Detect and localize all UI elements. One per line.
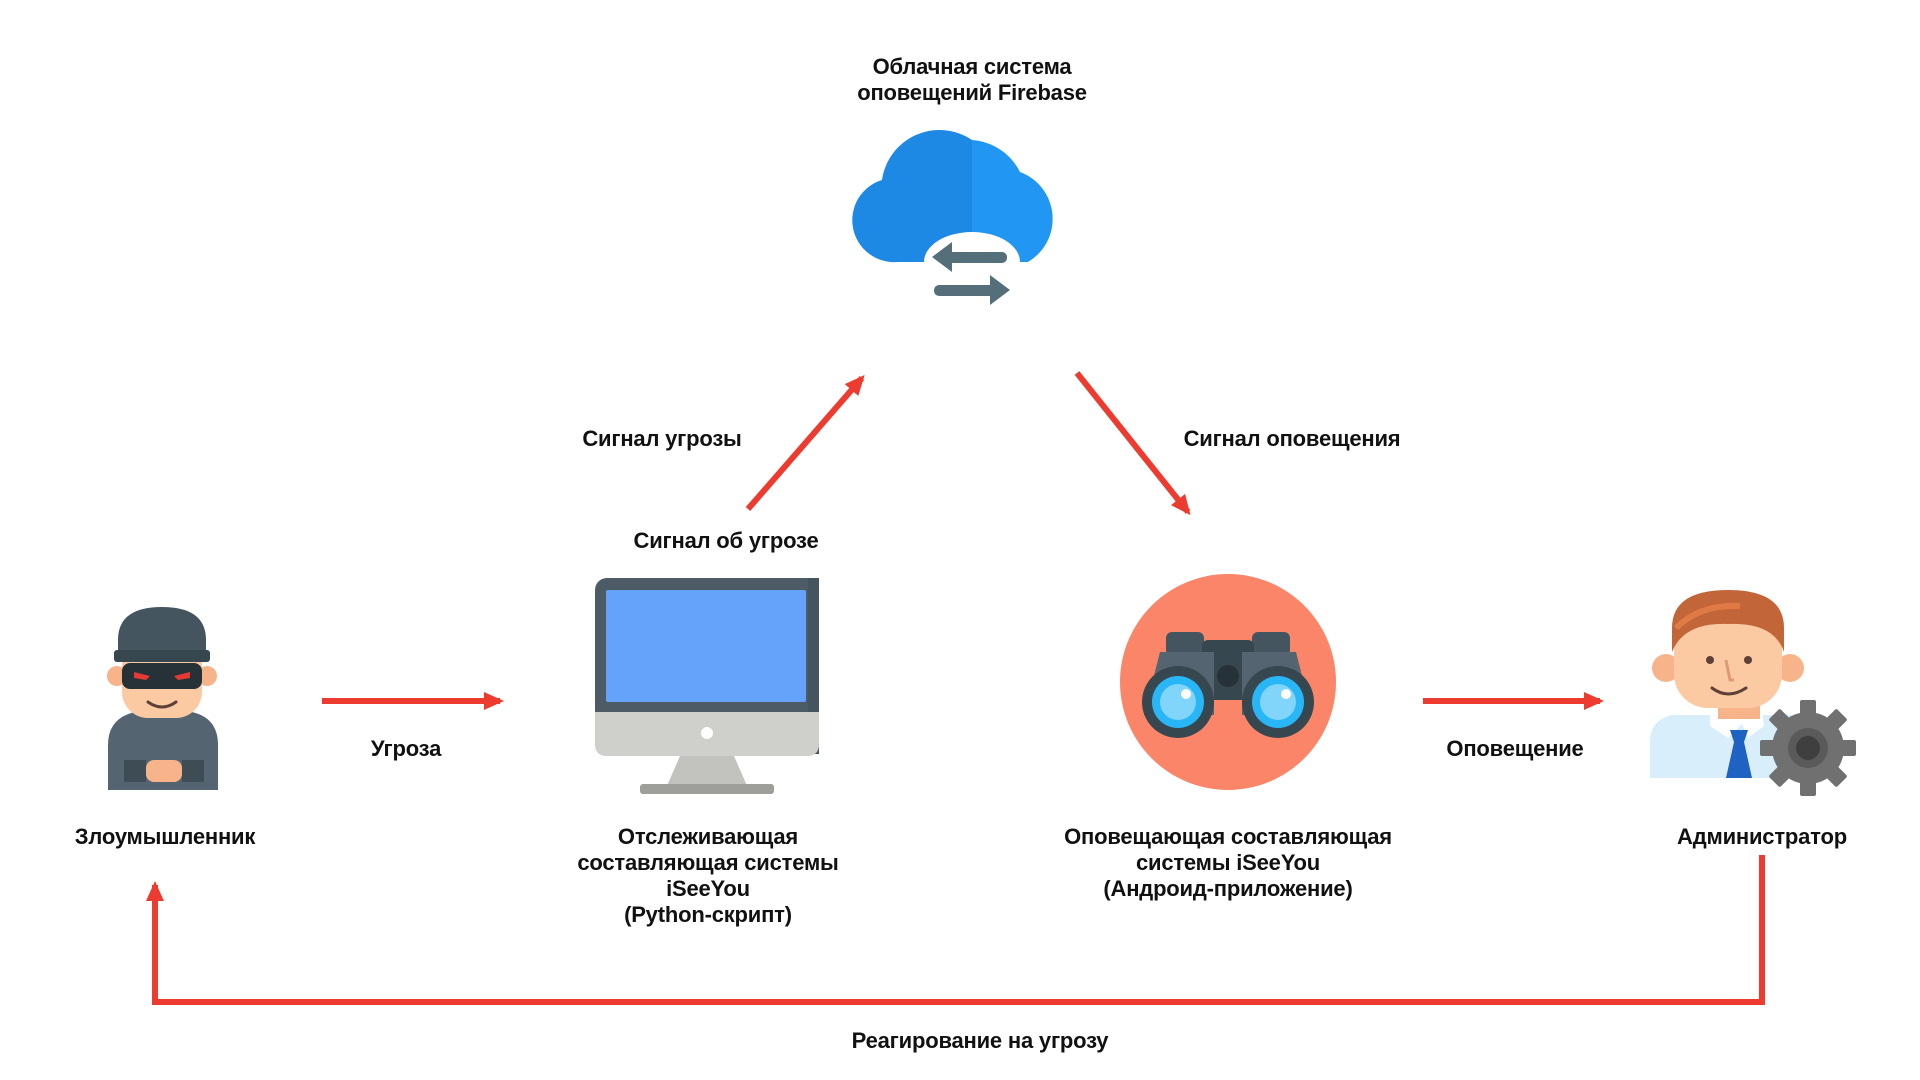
edge-label-threat-signal: Сигнал угрозы: [582, 426, 742, 451]
node-label-attacker: Злоумышленник: [74, 824, 256, 849]
cloud-title: Облачная система оповещений Firebase: [857, 54, 1087, 105]
node-label-monitor: Отслеживающая составляющая системы iSeeY…: [577, 824, 839, 927]
arrow-response: [146, 855, 1765, 1005]
edge-label-threat-signal-about: Сигнал об угрозе: [633, 528, 819, 553]
admin-with-gear-icon: [1650, 590, 1856, 796]
binoculars-icon: [1120, 574, 1336, 790]
edge-label-alert-signal: Сигнал оповещения: [1183, 426, 1401, 451]
cloud-sync-icon: [852, 130, 1053, 305]
edge-label-response: Реагирование на угрозу: [851, 1028, 1109, 1053]
node-label-notifier: Оповещающая составляющая системы iSeeYou…: [1064, 824, 1392, 901]
arrow-threat-signal: [745, 374, 865, 511]
arrow-alert-signal: [1074, 371, 1191, 516]
node-label-admin: Администратор: [1677, 824, 1847, 849]
burglar-icon: [107, 607, 218, 790]
edge-label-threat: Угроза: [370, 736, 442, 761]
desktop-computer-icon: [595, 578, 819, 794]
edge-label-alert: Оповещение: [1446, 736, 1584, 761]
